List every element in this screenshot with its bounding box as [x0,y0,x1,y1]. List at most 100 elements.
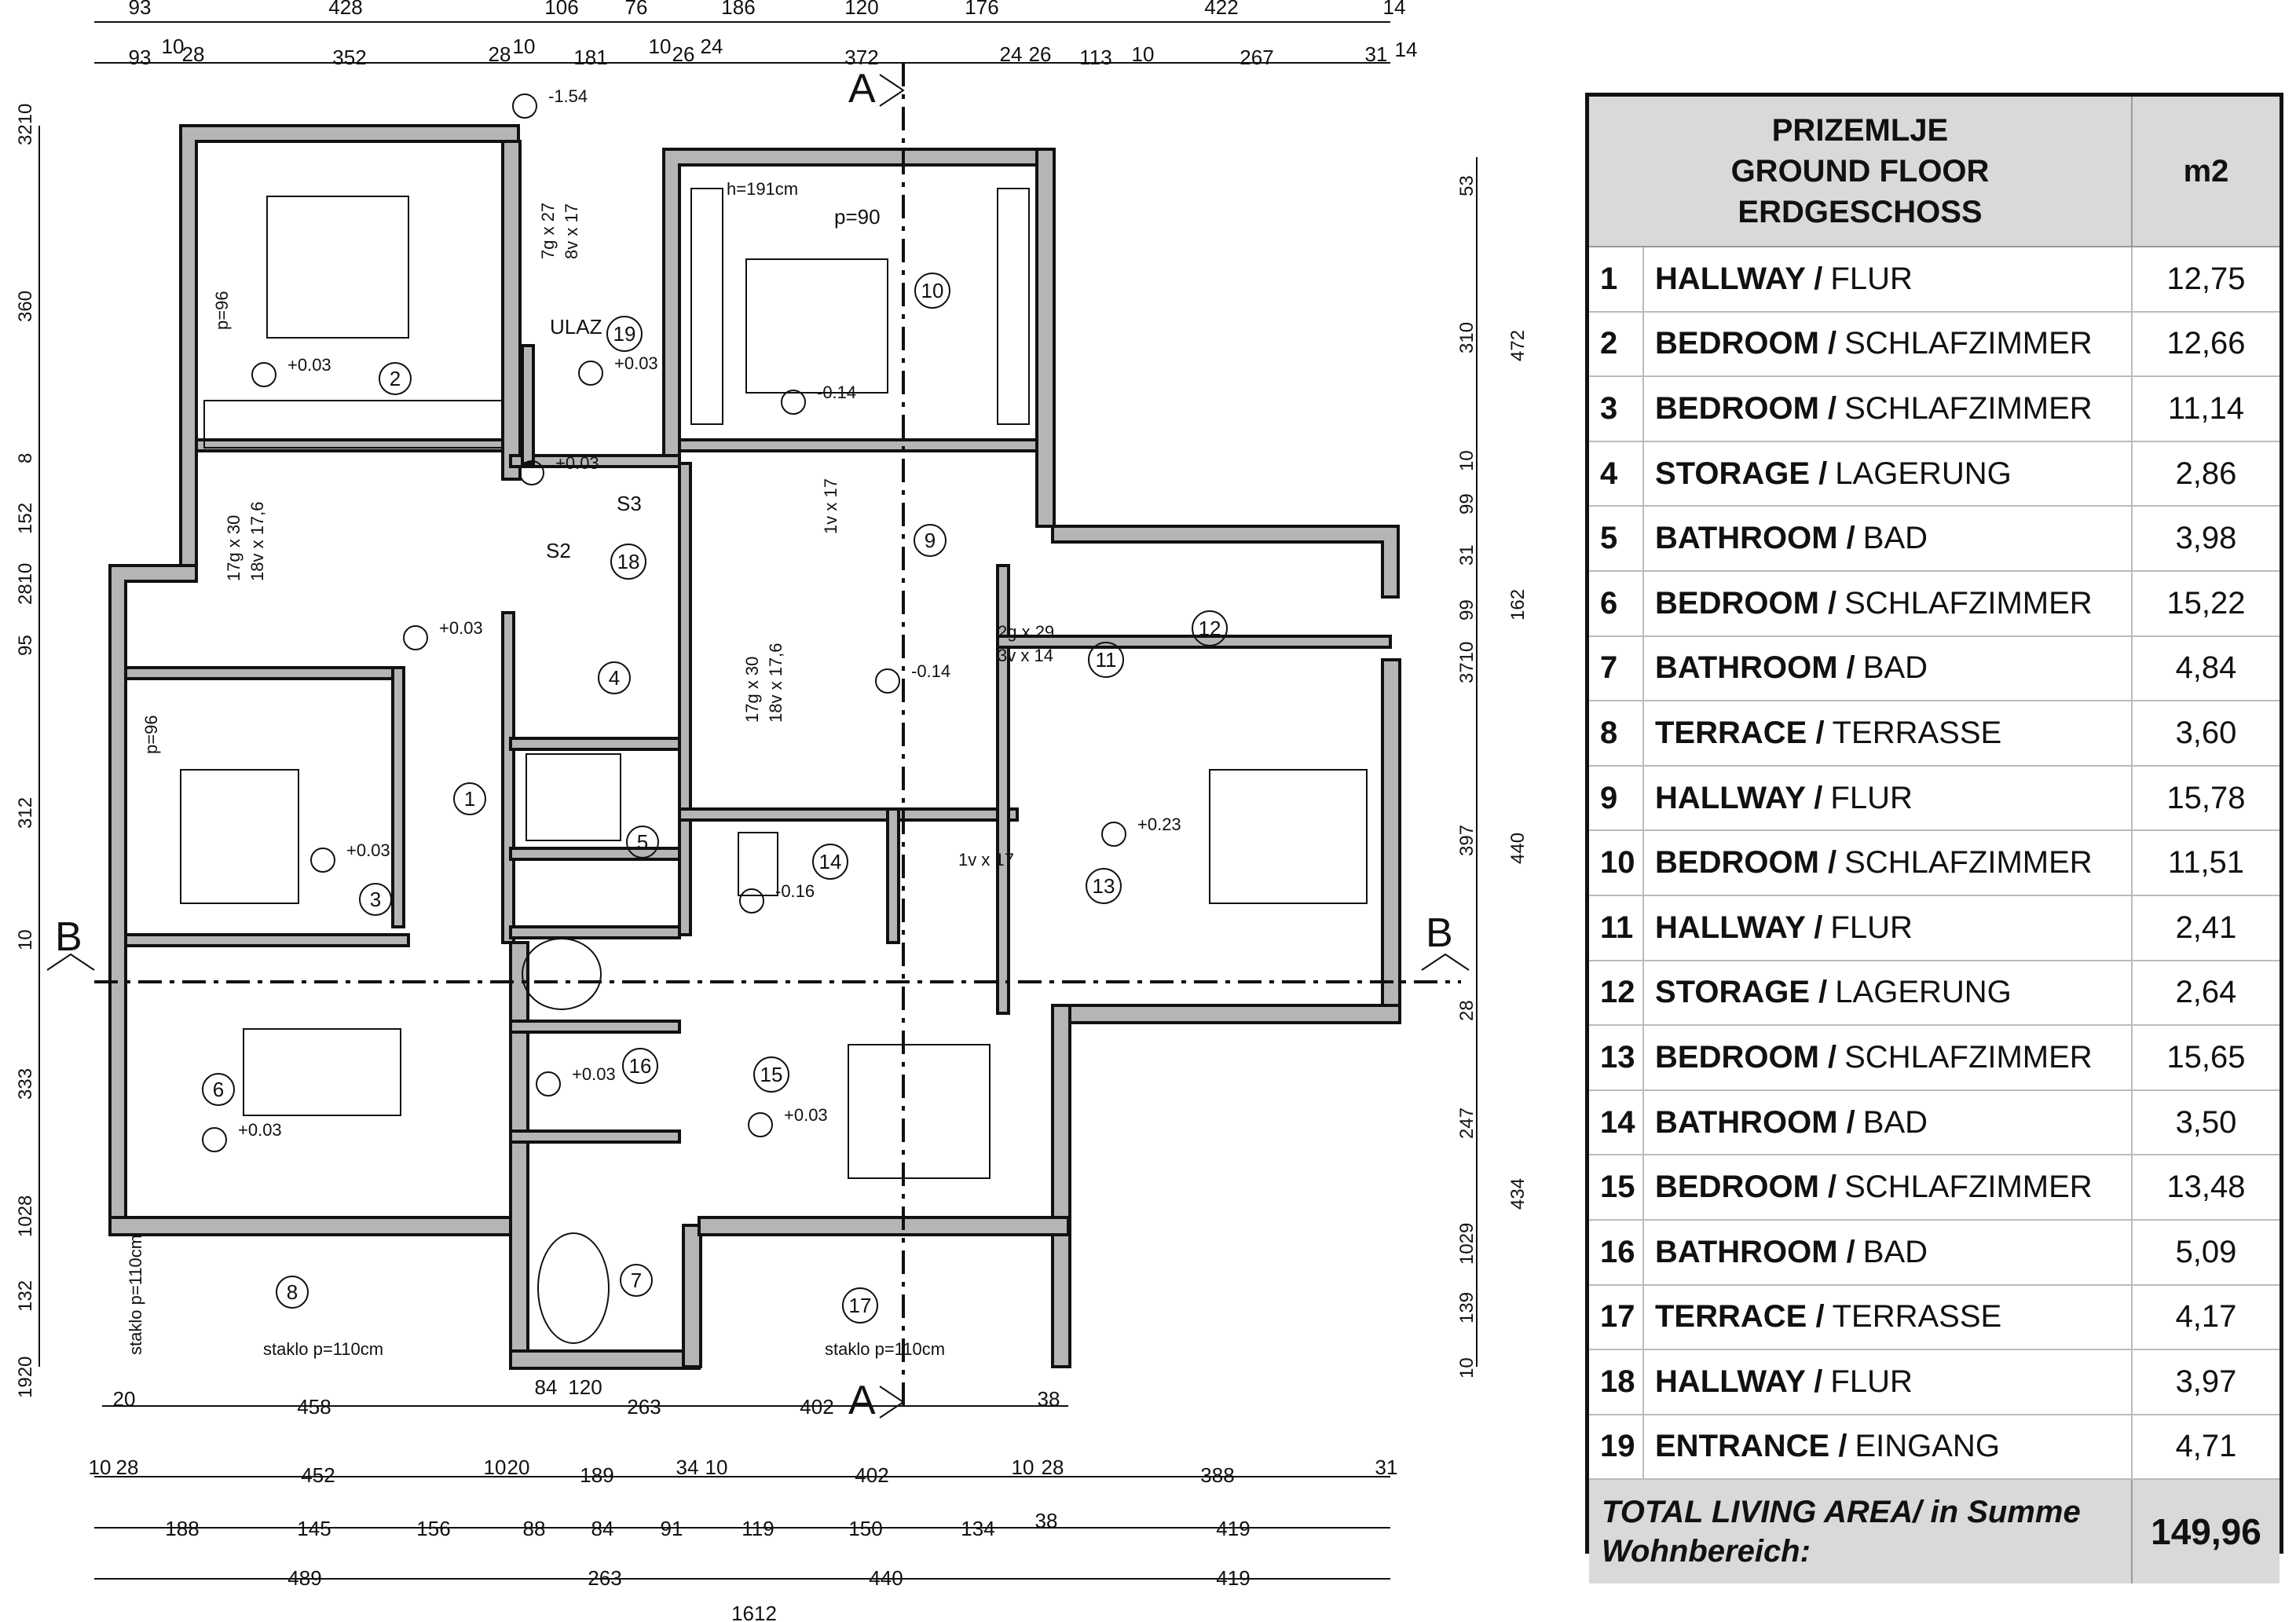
dim-bot0-2: 458 [297,1395,331,1419]
legend-room-name: BATHROOM /BAD [1644,1090,2133,1155]
dim-top2-18: 14 [1395,38,1418,61]
dim-right-b3: 440 [1507,833,1524,864]
dim-bot0-1: 20 [113,1387,136,1411]
svg-text:4: 4 [609,666,620,690]
svg-text:6: 6 [213,1078,224,1101]
legend-title-line-1: PRIZEMLJE [1771,113,1949,148]
room-marker-8: 8 [276,1276,309,1309]
note-stair-6: 1v x 17 [958,850,1014,870]
level-11: -0.16 [775,881,815,901]
dim-bot2-8: 150 [848,1517,882,1540]
dim-top-5: 186 [721,0,755,19]
legend-room-area: 2,41 [2175,910,2237,945]
dim-left-10: 1028 [15,1195,36,1237]
legend-room-number: 1 [1589,247,1644,311]
dim-left-3: 8 [15,453,36,463]
room-marker-4: 4 [598,661,631,694]
dim-bot0-7: 38 [1038,1387,1060,1411]
dim-bot1-2: 28 [116,1455,139,1479]
level-3: +0.03 [614,353,658,373]
legend-room-area: 3,98 [2175,521,2237,556]
legend-room-name: HALLWAY /FLUR [1644,1350,2133,1414]
legend-room-area: 2,64 [2175,975,2237,1010]
legend-room-name-de: LAGERUNG [1835,975,2012,1010]
room-marker-19: 19 [606,316,643,352]
legend-room-name-en: HALLWAY / [1655,1364,1823,1399]
note-ulaz: ULAZ [550,315,602,339]
legend-total-row: TOTAL LIVING AREA/ in Summe Wohnbereich:… [1589,1480,2280,1584]
legend-room-area: 13,48 [2166,1170,2246,1205]
legend-room-name: BEDROOM /SCHLAFZIMMER [1644,312,2133,376]
legend-room-name-de: BAD [1862,521,1928,556]
dim-bot0-4: 120 [568,1375,602,1399]
note-stair-2a: 17g x 30 [742,657,762,723]
level-10: -0.14 [911,661,950,681]
dim-bot3-4: 419 [1216,1566,1250,1590]
svg-text:8: 8 [287,1280,298,1304]
dim-right-8: 397 [1456,825,1478,856]
dim-bot2-3: 156 [416,1517,450,1540]
level-1: -1.54 [548,86,588,106]
legend-unit: m2 [2133,97,2280,246]
dim-right-2: 310 [1456,322,1478,353]
svg-text:19: 19 [613,322,636,346]
svg-text:3: 3 [370,888,381,911]
legend-room-name-en: BEDROOM / [1655,1170,1837,1205]
dim-bot1-13: 31 [1375,1455,1398,1479]
dim-top-4: 76 [625,0,648,19]
legend-room-name-en: ENTRANCE / [1655,1429,1847,1464]
section-label-a-bottom: A [848,1378,876,1423]
dim-left-5: 2810 [15,563,36,605]
dim-top-1: 93 [129,0,152,19]
dim-top2-3: 28 [182,42,205,66]
legend-room-area: 3,50 [2175,1104,2237,1140]
dim-left-4: 152 [15,503,36,534]
dim-right-6: 99 [1456,599,1478,621]
legend-room-name-de: TERRASSE [1832,715,2002,750]
legend-room-name-de: LAGERUNG [1835,456,2012,491]
svg-text:16: 16 [629,1054,652,1078]
legend-room-name-de: SCHLAFZIMMER [1844,585,2093,621]
dimension-lines [38,21,1478,1580]
dim-bot1-7: 34 [676,1455,699,1479]
dimension-texts: 93 428 106 76 186 120 176 422 14 93 10 2… [15,0,1524,1622]
dim-bot2-6: 91 [661,1517,683,1540]
dim-bot2-11: 419 [1216,1517,1250,1540]
note-s3: S3 [617,492,642,515]
legend-room-number: 19 [1589,1415,1644,1479]
legend-room-name: STORAGE /LAGERUNG [1644,961,2133,1025]
floor-plan-drawing: 93 428 106 76 186 120 176 422 14 93 10 2… [15,0,1524,1622]
level-2: +0.03 [287,355,331,375]
dim-right-4: 99 [1456,493,1478,514]
legend-room-name-de: EINGANG [1855,1429,2000,1464]
note-stair-5: 1v x 17 [821,478,840,534]
dim-bot0-6: 402 [800,1395,833,1419]
dim-left-11: 132 [15,1280,36,1312]
room-marker-9: 9 [914,524,947,557]
legend-room-number: 13 [1589,1026,1644,1089]
dim-bot1-9: 402 [855,1463,888,1487]
legend-room-area: 12,66 [2166,326,2246,361]
legend-room-name-en: STORAGE / [1655,975,1828,1010]
level-8: +0.03 [572,1064,616,1084]
legend-room-area: 15,22 [2166,585,2246,621]
legend-header: PRIZEMLJE GROUND FLOOR ERDGESCHOSS m2 [1589,97,2280,247]
legend-room-name: STORAGE /LAGERUNG [1644,441,2133,506]
level-6: +0.03 [346,840,390,860]
dim-top-8: 422 [1204,0,1238,19]
note-p90: p=90 [834,205,881,229]
dim-right-b4: 434 [1507,1178,1524,1210]
dim-top-2: 428 [328,0,362,19]
dim-bot0-3: 84 [535,1375,558,1399]
dim-right-10: 247 [1456,1108,1478,1139]
note-p96-b: p=96 [141,715,161,754]
legend-room-number: 17 [1589,1285,1644,1349]
